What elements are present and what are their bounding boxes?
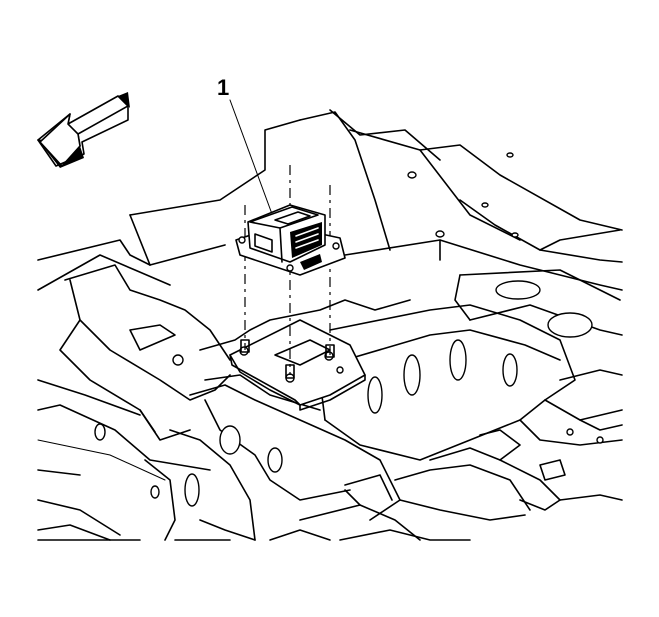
control-module [235,204,346,276]
fastener-studs [240,165,335,379]
floor-pan-structure [37,109,623,541]
callout-label-1: 1 [217,75,229,100]
module-mounting-bracket [229,319,366,411]
callout-leader-line [229,99,273,215]
arrow-left-forward-icon [37,92,130,168]
